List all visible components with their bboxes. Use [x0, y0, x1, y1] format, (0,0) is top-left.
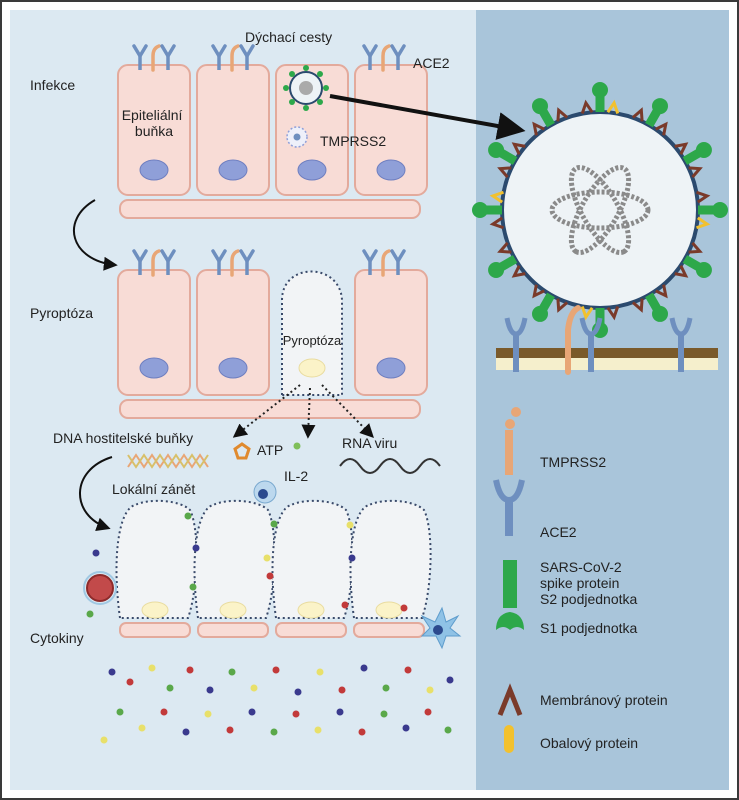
local-inflammation-label: Lokální zánět [112, 481, 195, 497]
s1-subunit [532, 305, 548, 322]
il2-label: IL-2 [284, 468, 308, 484]
legend-ace2-label: ACE2 [540, 524, 577, 540]
pyroptosis-cell-label: Pyroptóza [283, 333, 342, 348]
legend-line: S1 podjednotka [540, 620, 638, 636]
small-virus-icon [283, 65, 329, 111]
membrane-protein [511, 142, 526, 155]
immune-cell-icon [253, 480, 277, 504]
legend-line: Membránový protein [540, 692, 668, 708]
stage-cytokines-label: Cytokiny [30, 630, 84, 646]
membrane-protein [674, 142, 689, 155]
membrane-protein [489, 190, 504, 204]
membrane-protein [497, 166, 512, 179]
infection-cell-row [117, 64, 428, 219]
membrane-protein [655, 121, 668, 136]
s1-subunit [695, 262, 712, 278]
s1-subunit [472, 202, 488, 218]
stage-infection-label: Infekce [30, 77, 75, 93]
membrane-protein [696, 190, 711, 204]
membrane-protein [674, 265, 689, 278]
legend-s1-label: S1 podjednotka [540, 620, 638, 636]
membrane-protein [532, 121, 545, 136]
legend-line: S2 podjednotka [540, 591, 638, 607]
ace2-top-label: ACE2 [413, 55, 450, 71]
membrane-protein [631, 107, 644, 122]
airway-label: Dýchací cesty [245, 29, 332, 45]
s1-subunit [488, 262, 505, 278]
legend-line: Obalový protein [540, 735, 638, 751]
ace2-legend-icon [493, 479, 525, 536]
envelope-protein-legend-icon [504, 725, 514, 753]
cell-membrane-bar [496, 348, 718, 358]
spike-legend-icon [496, 560, 524, 630]
membrane-protein [532, 284, 545, 299]
cytokine-nuclei [141, 601, 403, 619]
cytokine-dead-cells [115, 499, 432, 619]
legend-line: SARS-CoV-2 [540, 559, 622, 575]
membrane-protein [497, 241, 512, 254]
membrane-protein [655, 284, 668, 299]
viral-rna-icon [339, 458, 441, 474]
legend-envelope-label: Obalový protein [540, 735, 638, 751]
epithelial-cell-label: Epiteliální buňka [122, 107, 187, 139]
legend-tmprss2-label: TMPRSS2 [540, 454, 606, 470]
membrane-protein [688, 166, 703, 179]
membrane-protein [556, 298, 569, 313]
viral-rna-coil [549, 164, 651, 256]
legend-membrane-label: Membránový protein [540, 692, 668, 708]
membrane-protein [580, 306, 594, 321]
host-dna-label: DNA hostitelské buňky [53, 430, 193, 446]
cell-membrane-inner [496, 358, 718, 370]
s1-subunit [695, 142, 712, 158]
host-dna-icon [127, 453, 209, 469]
cytokine-basement [119, 622, 425, 638]
progress-arrow-2 [79, 456, 113, 531]
legend-line: TMPRSS2 [540, 454, 606, 470]
legend-line: ACE2 [540, 524, 577, 540]
membrane-protein [606, 99, 620, 114]
tmprss2-legend-icon [505, 407, 521, 475]
s1-subunit [592, 82, 608, 98]
cytokine-dots [86, 512, 454, 744]
macrophage-icon [83, 571, 117, 605]
progress-arrow-1 [72, 199, 118, 271]
viral-rna-label: RNA viru [342, 435, 397, 451]
labels: Infekce Pyroptóza Cytokiny Dýchací cesty… [30, 29, 668, 751]
membrane-receptors [504, 305, 693, 375]
stage-pyroptosis-label: Pyroptóza [30, 305, 93, 321]
il2-dot-icon [293, 442, 301, 450]
legend-line: spike protein [540, 575, 619, 591]
membrane-protein [688, 241, 703, 254]
epithelial-line-1: Epiteliální [122, 107, 183, 123]
s1-subunit [712, 202, 728, 218]
s1-subunit [532, 98, 548, 115]
membrane-protein [511, 265, 526, 278]
membrane-protein [489, 216, 504, 230]
pyroptosis-cell-row [117, 269, 428, 419]
tmprss2-enzyme-icon [286, 126, 308, 148]
s1-subunit [652, 98, 668, 115]
membrane-protein [556, 107, 569, 122]
membrane-protein [580, 99, 594, 114]
virus-particle [472, 82, 728, 338]
spike-proteins [472, 82, 728, 338]
s1-subunit [488, 142, 505, 158]
atp-label: ATP [257, 442, 283, 458]
s1-subunit [652, 305, 668, 322]
tmprss2-top-label: TMPRSS2 [320, 133, 386, 149]
dendritic-cell-icon [420, 606, 462, 650]
zoom-arrow [329, 94, 526, 140]
membrane-protein [696, 216, 711, 230]
release-arrows [232, 384, 374, 439]
membrane-protein-legend-icon [497, 683, 523, 716]
epithelial-line-2: buňka [135, 123, 173, 139]
membrane-protein [631, 298, 644, 313]
membrane-protein [606, 306, 620, 321]
atp-icon [233, 442, 251, 460]
